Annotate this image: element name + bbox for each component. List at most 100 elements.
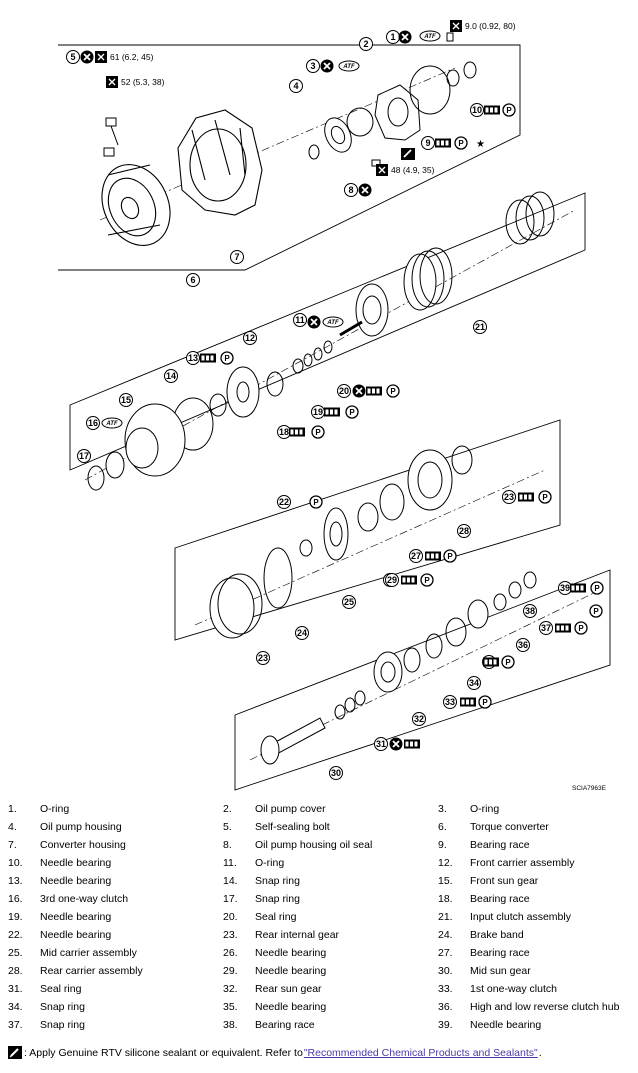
legend-item-label: Needle bearing <box>255 947 327 959</box>
svg-text:6: 6 <box>190 275 195 285</box>
callout-7: 7 <box>230 250 244 264</box>
callout-23: 23 <box>502 490 516 504</box>
legend-item: 17.Snap ring <box>223 893 438 905</box>
svg-text:2: 2 <box>363 39 368 49</box>
svg-text:31: 31 <box>376 739 386 749</box>
legend-item-label: Mid carrier assembly <box>40 947 137 959</box>
apply-grease-icon <box>435 138 451 148</box>
legend-item-label: High and low reverse clutch hub <box>470 1001 620 1013</box>
legend-item: 33.1st one-way clutch <box>438 983 636 995</box>
legend-item: 4.Oil pump housing <box>8 821 223 833</box>
legend-item-label: Rear sun gear <box>255 983 322 995</box>
sealant-icon <box>8 1046 22 1059</box>
callout-19: 19 <box>311 405 325 419</box>
callout-25: 25 <box>342 595 356 609</box>
callout-31: 31 <box>374 737 388 751</box>
legend-item-label: Oil pump housing <box>40 821 122 833</box>
legend-item-label: Torque converter <box>470 821 549 833</box>
legend-item: 30.Mid sun gear <box>438 965 636 977</box>
svg-text:12: 12 <box>245 333 255 343</box>
legend-item: 10.Needle bearing <box>8 857 223 869</box>
legend-item-label: O-ring <box>40 803 70 815</box>
svg-text:3: 3 <box>310 61 315 71</box>
petroleum-jelly-icon <box>590 581 604 595</box>
callout-14: 14 <box>164 369 178 383</box>
callout-9: 9 <box>421 136 435 150</box>
callout-18: 18 <box>277 425 291 439</box>
svg-text:21: 21 <box>475 322 485 332</box>
legend-item-number: 36. <box>438 1001 453 1013</box>
chemical-products-link[interactable]: "Recommended Chemical Products and Seala… <box>303 1046 538 1059</box>
sealant-note: : Apply Genuine RTV silicone sealant or … <box>8 1046 542 1059</box>
legend-item-label: Front sun gear <box>470 875 539 887</box>
callout-12: 12 <box>243 331 257 345</box>
petroleum-jelly-icon <box>443 549 457 563</box>
legend-item-label: Front carrier assembly <box>470 857 575 869</box>
legend-item-number: 20. <box>223 911 238 923</box>
apply-grease-icon <box>518 492 534 502</box>
legend-item: 35.Needle bearing <box>223 1001 438 1013</box>
figure-code: SCIA7963E <box>572 785 607 792</box>
do-not-reuse-icon <box>319 58 335 74</box>
legend-item-number: 6. <box>438 821 447 833</box>
star-icon: ★ <box>476 139 485 150</box>
svg-text:20: 20 <box>339 386 349 396</box>
do-not-reuse-icon <box>306 314 322 330</box>
apply-grease-icon <box>570 583 586 593</box>
legend-item: 18.Bearing race <box>438 893 636 905</box>
callout-33: 33 <box>443 695 457 709</box>
svg-text:9.0 (0.92, 80): 9.0 (0.92, 80) <box>465 21 516 31</box>
exploded-view-diagram: P <box>58 19 611 792</box>
converter-housing-drawing <box>177 109 263 216</box>
legend-item-label: O-ring <box>255 857 285 869</box>
petroleum-jelly-icon <box>478 695 492 709</box>
petroleum-jelly-icon <box>589 604 603 618</box>
apply-grease-icon <box>404 739 420 749</box>
note-period: . <box>538 1046 542 1059</box>
callout-34: 34 <box>467 676 481 690</box>
legend-item-label: Rear internal gear <box>255 929 340 941</box>
legend-item: 13.Needle bearing <box>8 875 223 887</box>
legend-item: 36. High and low reverse clutch hub <box>438 1001 636 1013</box>
legend-item-label: Seal ring <box>255 911 297 923</box>
svg-text:5: 5 <box>70 52 75 62</box>
legend-item-number: 14. <box>223 875 238 887</box>
legend-item-label: Oil pump housing oil seal <box>255 839 373 851</box>
svg-text:ATF: ATF <box>326 320 339 326</box>
legend-item: 29.Needle bearing <box>223 965 438 977</box>
callout-17: 17 <box>77 449 91 463</box>
svg-text:7: 7 <box>234 252 239 262</box>
legend-item: 38.Bearing race <box>223 1019 438 1031</box>
svg-text:48 (4.9, 35): 48 (4.9, 35) <box>391 165 435 175</box>
legend-item-number: 33. <box>438 983 453 995</box>
legend-item: 37.Snap ring <box>8 1019 223 1031</box>
legend-item-number: 39. <box>438 1019 453 1031</box>
callout-32: 32 <box>412 712 426 726</box>
legend-item: 16.3rd one-way clutch <box>8 893 223 905</box>
svg-text:1: 1 <box>390 32 395 42</box>
torque-annotation-4: 48 (4.9, 35) <box>375 147 435 177</box>
legend-item-number: 27. <box>438 947 453 959</box>
legend-item-label: Converter housing <box>40 839 126 851</box>
legend-item-label: 3rd one-way clutch <box>40 893 129 905</box>
legend-item-label: Rear carrier assembly <box>40 965 143 977</box>
petroleum-jelly-icon <box>311 425 325 439</box>
legend-item: 34.Snap ring <box>8 1001 223 1013</box>
svg-text:14: 14 <box>166 371 176 381</box>
callout-27: 27 <box>409 549 423 563</box>
apply-grease-icon <box>324 407 340 417</box>
petroleum-jelly-icon <box>309 495 323 509</box>
svg-text:32: 32 <box>414 714 424 724</box>
svg-text:17: 17 <box>79 451 89 461</box>
svg-text:36: 36 <box>518 640 528 650</box>
legend-item-label: Needle bearing <box>470 1019 542 1031</box>
front-carrier-drawing <box>209 340 333 418</box>
legend-item: 15.Front sun gear <box>438 875 636 887</box>
legend-item: 14.Snap ring <box>223 875 438 887</box>
apply-grease-icon <box>425 551 441 561</box>
